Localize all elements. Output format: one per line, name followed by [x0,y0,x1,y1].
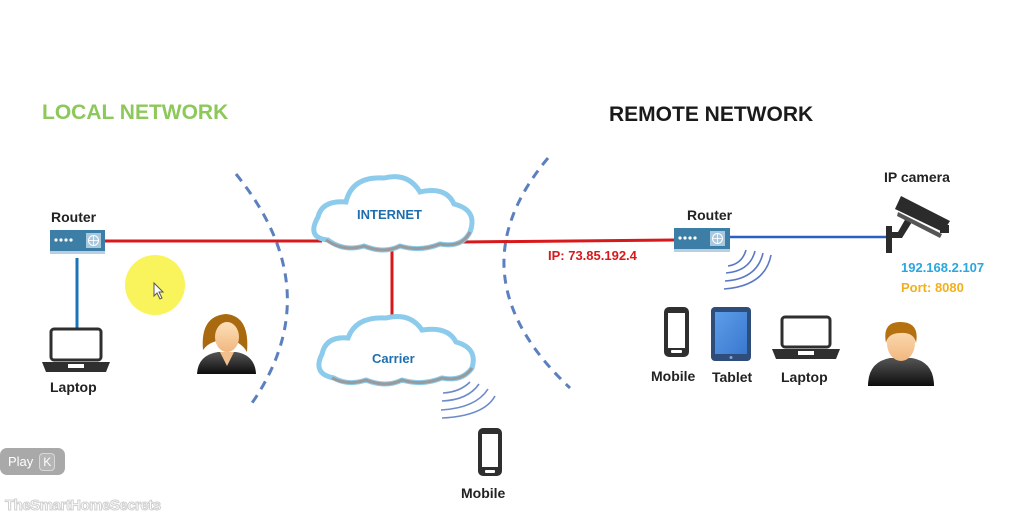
local-router-icon[interactable] [50,230,105,254]
carrier-mobile-label: Mobile [461,485,506,501]
play-label: Play [8,454,34,469]
remote-laptop-icon[interactable] [772,315,840,359]
local-router-label: Router [51,209,97,225]
remote-mobile-label: Mobile [651,368,696,384]
router-signal-waves-icon [723,249,772,290]
tablet-label: Tablet [712,369,753,385]
camera-port-label: Port: 8080 [901,280,964,295]
remote-boundary-arc [502,157,572,390]
carrier-cloud [316,314,476,387]
remote-mobile-icon[interactable] [664,307,689,357]
remote-router-icon[interactable] [674,228,730,252]
tablet-icon[interactable] [711,307,751,361]
ip-camera-label: IP camera [884,169,950,185]
man-user-icon [868,322,934,386]
local-laptop-label: Laptop [50,379,97,395]
local-laptop-icon[interactable] [42,327,110,372]
internet-cloud [311,174,475,253]
channel-watermark: TheSmartHomeSecrets [5,497,162,515]
mouse-cursor-icon [153,281,165,300]
carrier-signal-waves-icon [440,381,496,419]
local-boundary-arc [234,173,289,404]
carrier-label: Carrier [372,351,415,366]
carrier-mobile-icon[interactable] [478,428,502,476]
shortcut-key-badge: K [39,452,56,471]
play-button[interactable]: Play K [0,448,65,475]
remote-router-label: Router [687,207,733,223]
wan-link-remote [461,238,676,244]
internet-label: INTERNET [357,207,422,222]
remote-network-title: REMOTE NETWORK [609,103,814,126]
ip-camera-icon[interactable] [886,196,950,253]
camera-ip-label: 192.168.2.107 [901,260,985,275]
woman-user-icon [197,314,256,374]
local-network-title: LOCAL NETWORK [42,101,229,124]
remote-laptop-label: Laptop [781,369,828,385]
public-ip-label: IP: 73.85.192.4 [548,248,637,263]
